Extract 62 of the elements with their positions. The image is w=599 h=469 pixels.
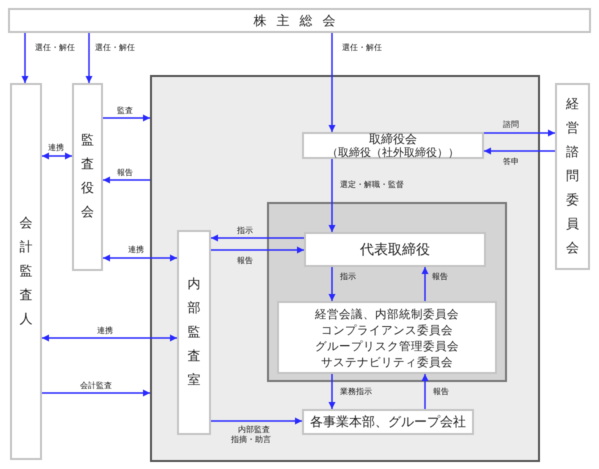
node-text: 会計監査人 [19,214,33,328]
node-text: 監査役会 [80,132,94,222]
arrow [211,234,304,242]
arrow [484,130,555,136]
edge-label: 連携 [48,143,64,153]
double-arrow [42,152,72,160]
arrow [328,33,336,132]
edge-label: 選定・解職・監督 [340,180,404,190]
arrow [328,267,336,301]
node-text: （取締役（社外取締役）） [327,146,459,158]
edge-label: 指示 [237,226,253,236]
edge-label: 報告 [237,256,253,266]
arrow [42,390,150,396]
double-arrow [42,334,177,342]
edge-label: 答申 [503,157,519,167]
node-text: 内部監査室 [187,276,201,390]
edge-label: 選任・解任 [95,43,135,53]
arrow [484,148,555,154]
audit-board-box [72,83,103,271]
node-text: 経営諮問委員会 [566,96,580,258]
edge-label: 選任・解任 [342,43,382,53]
arrow [422,374,428,409]
committees-box [277,301,497,374]
business-units-box [302,409,474,435]
node-text: 代表取締役 [360,240,430,258]
arrow [86,33,92,83]
committee-name: 経営会議、内部統制委員会 [315,306,459,322]
edge-label: 会計監査 [80,381,112,391]
advisory-committee-box [555,83,590,270]
shareholders-meeting-box [8,8,591,33]
edge-label: 連携 [97,326,113,336]
executive-panel [267,202,507,382]
arrow [328,159,336,232]
arrow [22,33,28,83]
representative-director-box [304,232,486,267]
arrow [422,267,428,301]
board-box [302,132,484,159]
edge-label: 報告 [432,272,448,282]
internal-audit-box [177,230,211,435]
edge-label: 報告 [433,387,449,397]
node-text: 各事業本部、グループ会社 [310,414,466,431]
node-text: 取締役会 [369,132,417,146]
arrow [211,418,302,424]
arrow [103,114,150,122]
edge-label: 内部監査指摘・助言 [230,425,272,445]
node-text: 株主総会 [254,12,346,30]
edge-label: 業務指示 [340,387,372,397]
edge-label: 選任・解任 [35,43,75,53]
auditor-box [10,83,42,460]
edge-label: 指示 [340,272,356,282]
arrow [211,246,304,254]
edge-label: 諮問 [503,120,519,130]
committee-name: コンプライアンス委員会 [321,322,453,338]
committee-name: グループリスク管理委員会 [315,338,459,354]
company-panel [150,75,540,462]
double-arrow [103,254,177,262]
edge-label: 監査 [117,106,133,116]
edge-label: 連携 [128,245,144,255]
committee-name: サステナビリティ委員会 [321,354,453,370]
arrow [328,374,336,409]
edge-label: 報告 [117,168,133,178]
arrow [103,176,150,184]
